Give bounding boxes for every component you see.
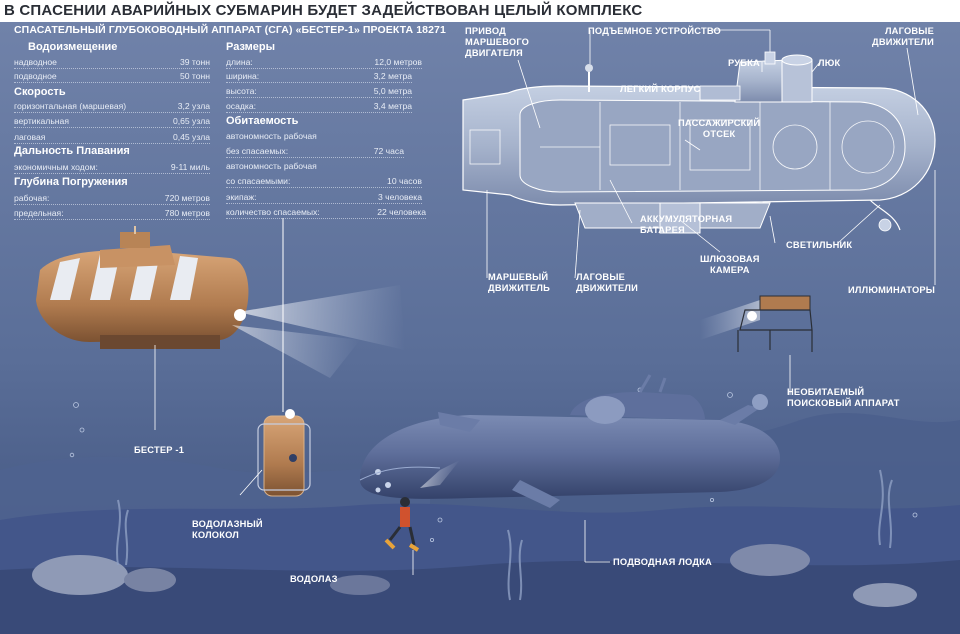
diver [384,460,460,552]
spec-heading-habitability: Обитаемость [226,115,299,127]
spec-row: со спасаемыми:10 часов [226,176,422,188]
spec-row: горизонтальная (маршевая)3,2 узла [14,101,210,113]
spec-row: рабочая:720 метров [14,193,210,205]
headline-bar: В СПАСЕНИИ АВАРИЙНЫХ СУБМАРИН БУДЕТ ЗАДЕ… [0,0,960,22]
spec-title: СПАСАТЕЛЬНЫЙ ГЛУБОКОВОДНЫЙ АППАРАТ (СГА)… [14,24,446,36]
spec-row: ширина:3,2 метра [226,71,412,83]
headline: В СПАСЕНИИ АВАРИЙНЫХ СУБМАРИН БУДЕТ ЗАДЕ… [4,2,643,19]
diving-bell [257,409,311,497]
spec-heading-range: Дальность Плавания [14,145,130,157]
callout-lateral-thrusters-bottom: ЛАГОВЫЕ ДВИЖИТЕЛИ [576,272,638,293]
callout-lock-chamber: ШЛЮЗОВАЯ КАМЕРА [700,254,760,275]
spec-row: осадка:3,4 метра [226,101,412,113]
spec-row: количество спасаемых:22 человека [226,207,426,219]
callout-diving-bell: ВОДОЛАЗНЫЙ КОЛОКОЛ [192,519,263,540]
spec-heading-dimensions: Размеры [226,41,276,53]
callout-lamp: СВЕТИЛЬНИК [786,240,853,250]
spec-row: автономность рабочая [226,161,317,171]
callout-diver: ВОДОЛАЗ [290,574,338,584]
callout-portholes: ИЛЛЮМИНАТОРЫ [848,285,936,295]
callout-lateral-thrusters-top: ЛАГОВЫЕ ДВИЖИТЕЛИ [872,26,934,47]
callout-main-thruster: МАРШЕВЫЙ ДВИЖИТЕЛЬ [488,272,550,293]
unmanned-vehicle [700,295,813,352]
spec-row: автономность рабочая [226,131,317,141]
spec-row: длина:12,0 метров [226,57,422,69]
bester-vehicle [36,226,249,349]
callout-submarine: ПОДВОДНАЯ ЛОДКА [613,557,712,567]
spec-row: экипаж:3 человека [226,192,422,204]
callout-hatch: ЛЮК [818,58,841,68]
spec-heading-displacement: Водоизмещение [28,41,118,53]
spec-row: высота:5,0 метра [226,86,412,98]
spec-heading-speed: Скорость [14,86,66,98]
callout-passenger-compartment: ПАССАЖИРСКИЙ ОТСЕК [678,118,761,139]
callout-unmanned-vehicle: НЕОБИТАЕМЫЙ ПОИСКОВЫЙ АППАРАТ [787,387,900,408]
callout-wheelhouse: РУБКА [728,58,760,68]
callout-lift-device: ПОДЪЕМНОЕ УСТРОЙСТВО [588,26,721,36]
spec-row: без спасаемых:72 часа [226,146,404,158]
submarine [359,374,780,508]
spec-row: предельная:780 метров [14,208,210,220]
callout-light-hull: ЛЕГКИЙ КОРПУС [620,84,701,94]
callout-battery: АККУМУЛЯТОРНАЯ БАТАРЕЯ [640,214,733,235]
spec-heading-depth: Глубина Погружения [14,176,128,188]
callout-bester: БЕСТЕР -1 [134,445,185,455]
cutaway-diagram [462,51,936,234]
callout-drive-unit: ПРИВОД МАРШЕВОГО ДВИГАТЕЛЯ [465,26,530,58]
spec-row: экономичным ходом:9-11 миль [14,162,210,174]
